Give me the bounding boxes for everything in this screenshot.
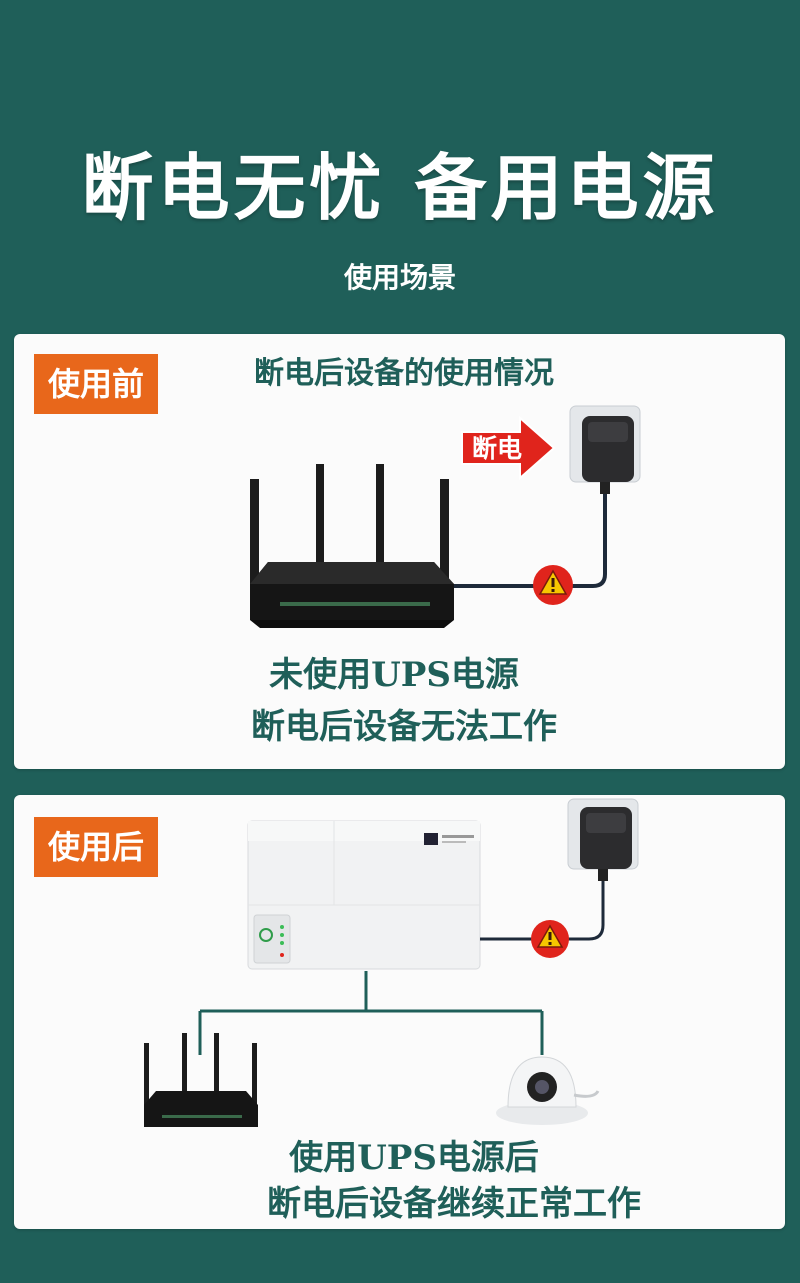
after-caption-line1: 使用UPS电源后 (289, 1138, 539, 1178)
output-cables (198, 971, 544, 1055)
wall-adapter (569, 405, 641, 494)
before-heading: 断电后设备的使用情况 (254, 356, 554, 391)
warning-triangle-icon (533, 565, 573, 605)
before-caption-line2: 断电后设备无法工作 (251, 707, 557, 747)
power-cable (454, 494, 607, 588)
power-cut-arrow (461, 415, 556, 481)
warning-triangle-icon (531, 920, 569, 958)
router-small (144, 1033, 258, 1127)
before-card: 使用前 断电后设备的使用情况 (14, 334, 785, 769)
before-tag: 使用前 (34, 354, 158, 414)
power-cable (480, 881, 605, 941)
hero-title: 断电无忧 备用电源 (81, 145, 719, 230)
after-illustration (144, 798, 639, 1127)
wall-adapter (567, 798, 639, 881)
dome-camera (496, 1056, 600, 1125)
after-tag: 使用后 (34, 817, 158, 877)
hero-subtitle: 使用场景 (343, 261, 456, 294)
before-caption-line1: 未使用UPS电源 (269, 655, 519, 695)
after-card: 使用后 (14, 795, 785, 1229)
arrow-label: 断电 (472, 434, 523, 463)
ups-device (247, 820, 481, 970)
before-illustration (250, 405, 641, 628)
router-large (250, 464, 454, 628)
after-caption-line2: 断电后设备继续正常工作 (267, 1184, 641, 1224)
